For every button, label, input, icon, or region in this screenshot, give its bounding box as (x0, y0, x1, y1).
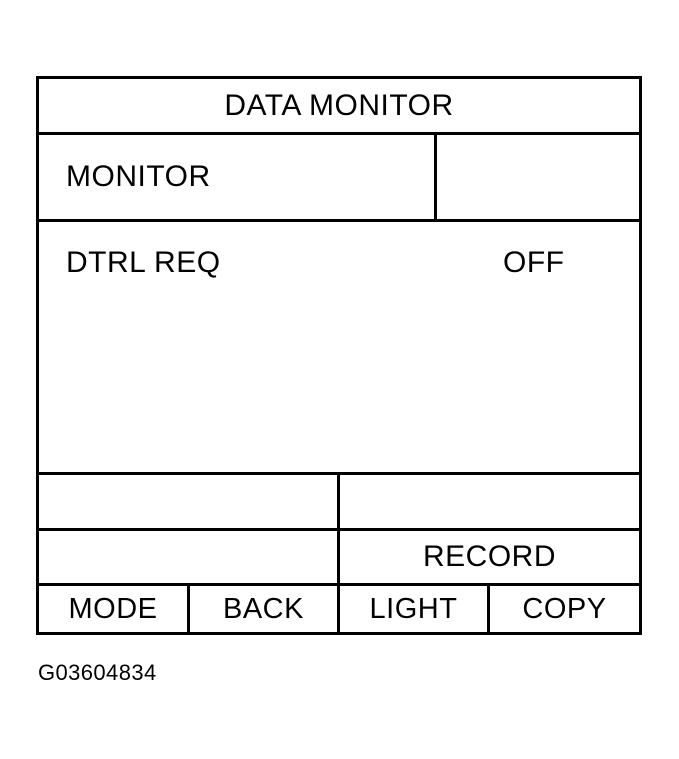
softkey-light[interactable]: LIGHT (340, 586, 490, 632)
scan-tool-screen: DATA MONITOR MONITOR DTRL REQ OFF RECORD… (36, 76, 642, 635)
monitor-mode-row: MONITOR (39, 135, 639, 222)
status-spacer-cell-right (340, 475, 639, 528)
softkey-light-label: LIGHT (369, 592, 458, 625)
figure-caption: G03604834 (38, 660, 157, 685)
softkey-copy-label: COPY (522, 592, 607, 625)
status-spacer-cell-left (39, 475, 340, 528)
record-label: RECORD (422, 540, 556, 573)
softkey-mode-label: MODE (68, 592, 158, 625)
record-cell-right[interactable]: RECORD (340, 531, 639, 583)
screen-title: DATA MONITOR (224, 88, 454, 122)
softkey-mode[interactable]: MODE (39, 586, 190, 632)
data-row: DTRL REQ OFF (39, 248, 639, 286)
record-cell-left (39, 531, 340, 583)
monitor-mode-label: MONITOR (66, 160, 211, 193)
monitor-mode-value-cell (437, 135, 639, 219)
data-parameter-name: DTRL REQ (66, 246, 221, 279)
softkey-copy[interactable]: COPY (490, 586, 639, 632)
softkey-back[interactable]: BACK (190, 586, 340, 632)
data-parameter-value: OFF (503, 246, 565, 279)
record-row: RECORD (39, 531, 639, 586)
softkey-bar: MODE BACK LIGHT COPY (39, 586, 639, 632)
screen-title-row: DATA MONITOR (39, 79, 639, 135)
monitor-mode-cell: MONITOR (39, 135, 437, 219)
softkey-back-label: BACK (223, 592, 304, 625)
data-monitor-list: DTRL REQ OFF (39, 222, 639, 475)
status-spacer-row (39, 475, 639, 531)
